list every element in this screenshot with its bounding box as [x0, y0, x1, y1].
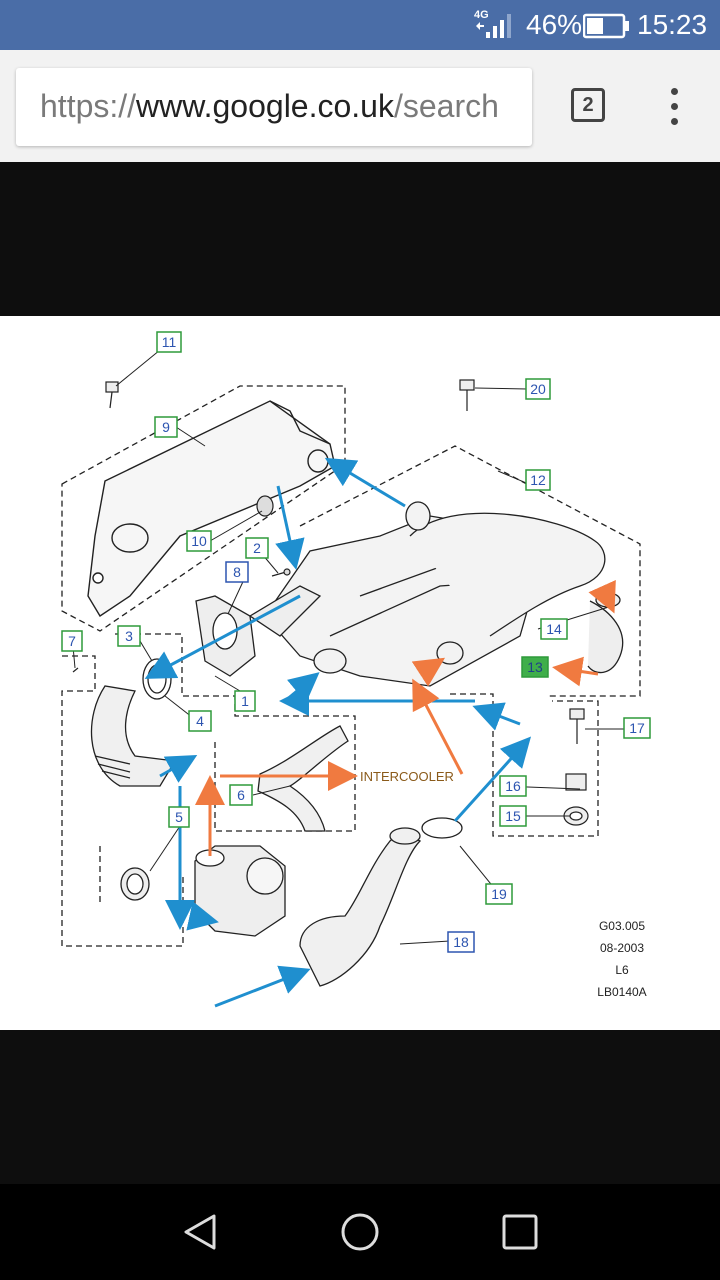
battery-icon: [582, 13, 631, 43]
intercooler-manifold: [264, 501, 624, 687]
svg-text:10: 10: [191, 533, 207, 549]
intercooler-annotation: INTERCOOLER: [360, 769, 454, 784]
seal-ring-part-4: [142, 658, 172, 700]
svg-text:19: 19: [491, 886, 507, 902]
menu-dot-icon: [671, 118, 678, 125]
menu-dot-icon: [671, 88, 678, 95]
callout-12: 12: [525, 469, 551, 491]
svg-text:9: 9: [162, 419, 170, 435]
pipe-part-6: [257, 725, 349, 832]
svg-text:14: 14: [546, 621, 562, 637]
callout-19: 19: [485, 883, 513, 905]
overflow-menu-button[interactable]: [660, 86, 690, 126]
diagram-canvas: 11 9 10 20 12 2 8 7 3 1 4 5 6 14 13 17 1…: [61, 331, 651, 1008]
svg-text:16: 16: [505, 778, 521, 794]
svg-text:4: 4: [196, 713, 204, 729]
recents-icon: [502, 1214, 538, 1250]
home-button[interactable]: [330, 1202, 390, 1262]
url-prefix: https://: [40, 88, 137, 124]
airflow-arrows-orange: [195, 579, 616, 856]
svg-text:4G: 4G: [474, 9, 489, 21]
tab-switcher-button[interactable]: 2: [571, 88, 605, 122]
callout-14: 14: [540, 618, 568, 640]
callout-11: 11: [156, 331, 182, 353]
intercooler-parts-diagram[interactable]: 11 9 10 20 12 2 8 7 3 1 4 5 6 14 13 17 1…: [0, 316, 720, 1030]
ref-code: G03.005: [599, 919, 645, 933]
engine-cover-part: [87, 400, 336, 617]
clamp-part-19: [421, 817, 463, 839]
svg-text:12: 12: [530, 472, 546, 488]
url-path: /search: [393, 88, 499, 124]
url-text[interactable]: https://www.google.co.uk/search: [40, 88, 499, 125]
svg-text:2: 2: [253, 540, 261, 556]
ref-date: 08-2003: [600, 941, 644, 955]
svg-text:3: 3: [125, 628, 133, 644]
callout-2: 2: [245, 537, 269, 559]
svg-text:5: 5: [175, 809, 183, 825]
svg-text:15: 15: [505, 808, 521, 824]
bolt-part-11: [105, 381, 119, 409]
image-letterbox-top: [0, 162, 720, 316]
callout-9: 9: [154, 416, 178, 438]
callout-3: 3: [117, 625, 141, 647]
hose-part-18: [299, 827, 422, 987]
turbocharger: [194, 845, 286, 937]
url-host: www.google.co.uk: [136, 88, 394, 124]
callout-18: 18: [447, 931, 475, 953]
callout-17: 17: [623, 717, 651, 739]
callout-16: 16: [499, 775, 527, 797]
ref-drawing-id: LB0140A: [597, 985, 646, 999]
browser-toolbar: https://www.google.co.uk/search 2: [0, 50, 720, 162]
status-bar: 4G 46% 15:23: [0, 0, 720, 50]
svg-text:11: 11: [162, 334, 177, 350]
address-bar[interactable]: https://www.google.co.uk/search: [16, 68, 532, 146]
callout-1: 1: [234, 690, 256, 712]
signal-icon: 4G: [472, 6, 520, 44]
callout-20: 20: [525, 378, 551, 400]
battery-percent: 46%: [526, 9, 583, 40]
callout-13: 13: [521, 656, 549, 678]
fitting-part-5: [120, 867, 150, 901]
back-icon: [184, 1214, 216, 1250]
svg-text:8: 8: [233, 564, 241, 580]
clock: 15:23: [637, 9, 708, 40]
fastener-parts-15-17: [563, 708, 589, 826]
svg-text:17: 17: [629, 720, 645, 736]
recents-button[interactable]: [490, 1202, 550, 1262]
svg-text:18: 18: [453, 934, 469, 950]
hose-part-3: [90, 685, 177, 787]
navigation-bar: [0, 1184, 720, 1280]
menu-dot-icon: [671, 103, 678, 110]
screw-part-2: [271, 568, 291, 577]
ref-engine: L6: [615, 963, 629, 977]
callout-10: 10: [186, 530, 212, 552]
svg-text:7: 7: [68, 633, 76, 649]
callout-labels: 11 9 10 20 12 2 8 7 3 1 4 5 6 14 13 17 1…: [61, 331, 651, 953]
dashed-group-outlines: [61, 385, 641, 947]
callout-4: 4: [188, 710, 212, 732]
home-icon: [341, 1213, 379, 1251]
callout-6: 6: [229, 784, 253, 806]
callout-15: 15: [499, 805, 527, 827]
svg-text:20: 20: [530, 381, 546, 397]
drawing-reference: G03.005 08-2003 L6 LB0140A: [597, 919, 646, 999]
image-letterbox-bottom: [0, 1030, 720, 1184]
bolt-part-20: [459, 379, 475, 411]
svg-text:13: 13: [527, 659, 543, 675]
callout-8: 8: [225, 561, 249, 583]
screw-part-7: [72, 667, 79, 673]
back-button[interactable]: [170, 1202, 230, 1262]
svg-text:1: 1: [241, 693, 249, 709]
callout-5: 5: [168, 806, 190, 828]
callout-7: 7: [61, 630, 83, 652]
svg-text:6: 6: [237, 787, 245, 803]
